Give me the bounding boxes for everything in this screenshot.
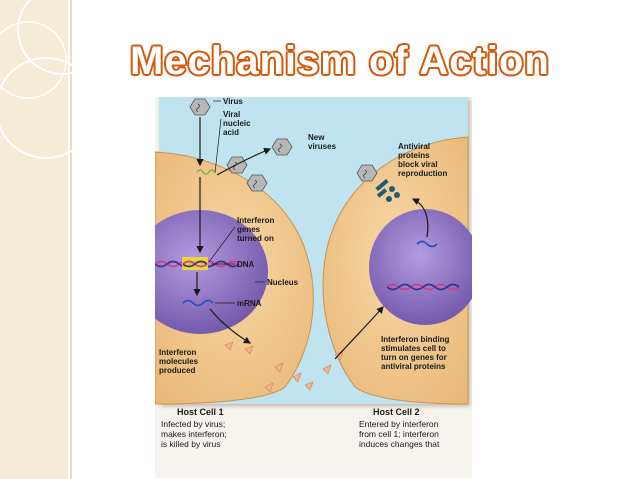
pointer-genes — [208, 226, 236, 263]
label-genes-2: genes — [237, 225, 261, 234]
ring-1 — [17, 0, 107, 75]
caption-cell-2-title: Host Cell 2 — [373, 407, 420, 417]
arrow-new-viruses — [216, 147, 272, 176]
pointer-nucleic-acid — [214, 118, 222, 174]
new-virus-icon-3 — [246, 174, 268, 192]
label-ifn-mol-1: Interferon — [159, 348, 196, 357]
label-ifn-mol-3: produced — [159, 366, 196, 375]
label-mrna: mRNA — [237, 299, 262, 308]
caption-cell-2-line-1: Entered by interferon — [359, 419, 439, 429]
label-antiviral-4: reproduction — [398, 169, 447, 178]
blocked-virus-icon — [356, 164, 378, 182]
interferon-diagram: Virus Viral nucleic acid New viruses Ant… — [155, 97, 472, 478]
label-antiviral-1: Antiviral — [398, 142, 430, 151]
label-binding-2: stimulates cell to — [381, 344, 446, 353]
label-antiviral-2: proteins — [398, 151, 430, 160]
caption-cell-1-line-2: makes interferon; — [161, 429, 227, 439]
label-binding-3: turn on genes for — [381, 353, 447, 362]
mechanism-figure: Virus Viral nucleic acid New viruses Ant… — [155, 97, 472, 478]
label-viral-2: nucleic — [223, 119, 251, 128]
antiviral-protein-icon — [375, 178, 400, 202]
label-viral-1: Viral — [223, 110, 240, 119]
label-nucleus: Nucleus — [267, 278, 299, 287]
label-ifn-mol-2: molecules — [159, 357, 199, 366]
caption-cell-1-line-1: Infected by virus; — [161, 419, 225, 429]
slide-title: Mechanism of Action — [130, 39, 550, 83]
arrow-to-antiviral — [411, 198, 429, 238]
interferon-molecules — [224, 341, 344, 393]
caption-cell-2-line-3: induces changes that — [359, 439, 440, 449]
label-binding-4: antiviral proteins — [381, 362, 446, 371]
ring-2 — [0, 57, 97, 159]
dna-gene-b — [182, 260, 208, 268]
label-dna: DNA — [237, 260, 255, 269]
nucleus-cell-2 — [369, 209, 472, 325]
label-new-viruses-2: viruses — [308, 142, 337, 151]
arrow-to-interferon — [209, 308, 252, 344]
mrna-cell-2 — [416, 240, 438, 248]
new-virus-icon-1 — [271, 138, 293, 156]
label-genes-3: turned on — [237, 234, 274, 243]
caption-cell-1-title: Host Cell 1 — [177, 407, 224, 417]
label-viral-3: acid — [223, 128, 239, 137]
arrow-interferon-binding — [334, 306, 384, 360]
viral-nucleic-acid — [196, 169, 216, 175]
mrna-cell-1 — [182, 299, 214, 307]
label-virus: Virus — [223, 97, 243, 106]
side-line — [70, 0, 72, 479]
caption-cell-1-line-3: is killed by virus — [161, 439, 221, 449]
ring-3 — [0, 21, 67, 99]
new-virus-icon-2 — [226, 156, 248, 174]
dna-strand-2b — [386, 283, 460, 291]
caption-cell-2-line-2: from cell 1; interferon — [359, 429, 439, 439]
label-binding-1: Interferon binding — [381, 335, 450, 344]
side-band — [0, 0, 68, 479]
virus-icon — [189, 98, 211, 116]
label-new-viruses-1: New — [308, 133, 325, 142]
label-genes-1: Interferon — [237, 216, 274, 225]
label-antiviral-3: block viral — [398, 160, 438, 169]
